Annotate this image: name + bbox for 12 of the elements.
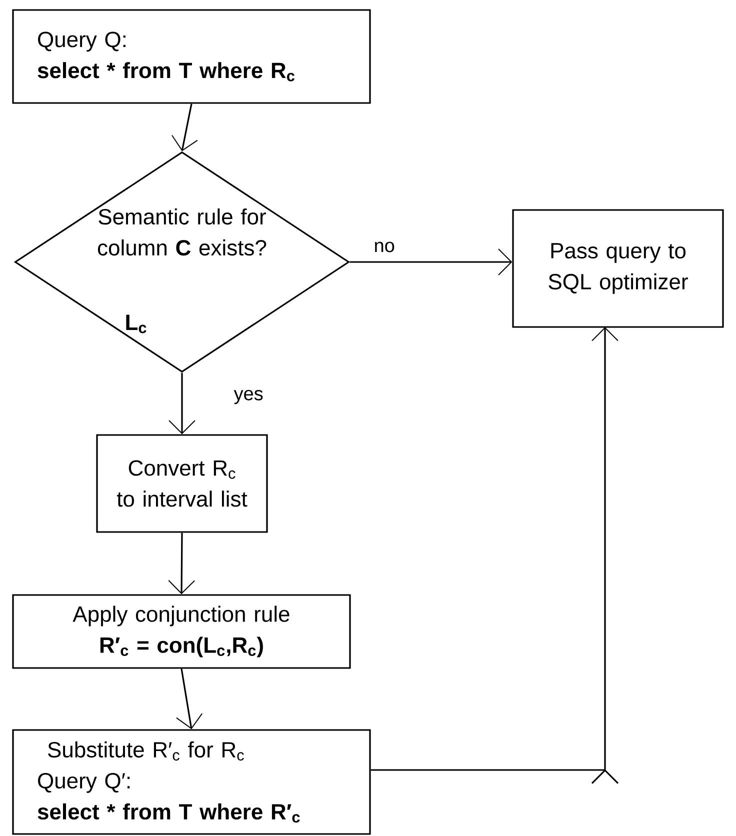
process-box: Substitute R′$_{c}$ for R$_{c}$ Query Q′: select * from T where R′$_{c}$	[12, 729, 371, 835]
process-box: Apply conjunction rule R′$_{c}$ = con(L$_{c}$,R$_{c}$)	[12, 594, 351, 669]
edge-label: no	[372, 240, 396, 254]
process-box: Query Q: select * from T where R$_{c}$	[12, 9, 371, 104]
arrow	[370, 327, 619, 784]
arrow	[176, 668, 203, 730]
process-box: Convert R$_{c}$ to interval list	[96, 434, 268, 533]
edge-label: yes	[232, 388, 264, 406]
arrow	[350, 248, 512, 276]
arrow	[168, 532, 196, 594]
terminal-box: Pass query to SQL optimizer	[512, 209, 724, 328]
arrow	[168, 372, 196, 434]
